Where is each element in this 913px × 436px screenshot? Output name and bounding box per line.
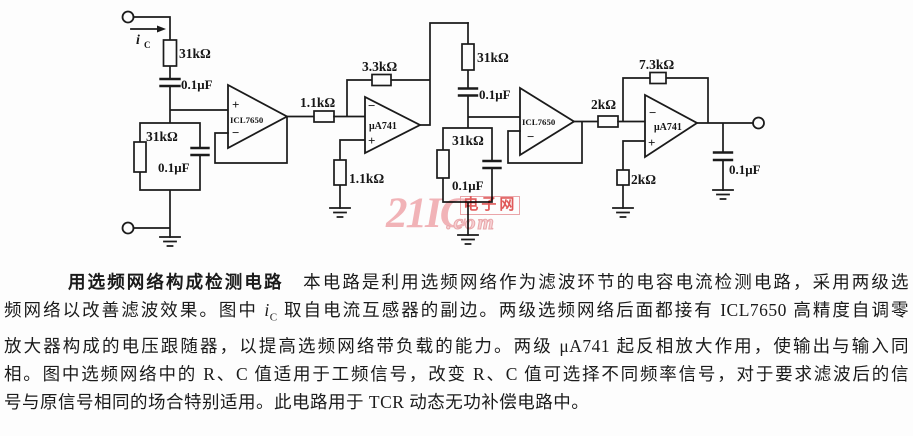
resistor-r6-label: 31kΩ [477, 50, 509, 65]
description: 用选频网络构成检测电路 本电路是利用选频网络作为滤波环节的电容电流检测电路，采用… [0, 268, 913, 417]
resistor-r4-label: 3.3kΩ [362, 59, 397, 74]
resistor-r8 [597, 115, 619, 128]
ground-icon-5 [712, 189, 734, 200]
resistor-r3-label: 1.1kΩ [300, 95, 335, 110]
description-line-5: 号与原信号相同的场合特别适用。此电路用于 TCR 动态无功补偿电路中。 [4, 392, 590, 413]
opamp-a4 [644, 93, 699, 159]
resistor-r9-label: 7.3kΩ [639, 57, 674, 72]
opamp-a3 [507, 86, 599, 164]
resistor-r8-label: 2kΩ [591, 97, 616, 112]
resistor-r5-label: 1.1kΩ [349, 171, 384, 186]
ic-variable: i [264, 300, 270, 321]
opamp-a4-plus: + [648, 135, 655, 150]
resistor-r10 [616, 169, 630, 186]
wires-stage4 [617, 77, 754, 209]
opamp-a2-label: μA741 [369, 121, 397, 132]
capacitor-c5 [712, 151, 734, 162]
capacitor-c5-label: 0.1μF [729, 162, 761, 177]
opamp-a1-plus: + [232, 97, 239, 112]
resistor-r2 [133, 141, 147, 173]
description-line-2: 频网络以改善滤波效果。图中 iC 取自电流互感器的副边。两级选频网络后面都接有 … [4, 300, 909, 324]
resistor-r4 [371, 73, 392, 87]
ground-icon-2 [329, 207, 351, 218]
input-terminal-top [121, 10, 135, 24]
description-line-4: 相。图中选频网络中的 R、C 值适用于工频信号，改变 R、C 值可选择不同频率信… [4, 364, 909, 385]
description-title: 用选频网络构成检测电路 [68, 272, 284, 292]
description-line-3: 放大器构成的电压跟随器，以提高选频网络带负载的能力。两级 μA741 起反相放大… [4, 335, 909, 356]
opamp-a4-label: μA741 [654, 122, 682, 133]
wires-stage2 [333, 22, 469, 209]
resistor-r9 [649, 71, 667, 85]
resistor-r2-label: 31kΩ [146, 129, 178, 144]
opamp-a1-label: ICL7650 [230, 115, 264, 125]
opamp-a3-label: ICL7650 [522, 117, 556, 127]
capacitor-c2 [190, 146, 210, 157]
ground-icon-3 [457, 234, 479, 245]
resistor-r1-label: 31kΩ [179, 46, 211, 61]
ground-icon-4 [612, 207, 634, 218]
resistor-r6 [461, 43, 475, 71]
current-arrow-icon [130, 25, 166, 33]
resistor-r1 [162, 39, 178, 67]
capacitor-c3 [457, 87, 479, 97]
resistor-r3 [313, 110, 335, 123]
resistor-r7-label: 31kΩ [452, 133, 484, 148]
resistor-r7 [436, 149, 450, 179]
opamp-a1-minus: − [232, 125, 239, 140]
input-terminal-bottom [121, 221, 135, 235]
current-label: i [136, 33, 140, 48]
capacitor-c1-label: 0.1μF [181, 77, 213, 92]
circuit-schematic: i C 31kΩ 0.1μF 31kΩ 0.1μF + ICL7650 − [121, 10, 765, 247]
capacitor-c4-label: 0.1μF [452, 178, 484, 193]
capacitor-c3-label: 0.1μF [479, 87, 511, 102]
opamp-a1 [214, 83, 315, 164]
opamp-a3-minus: − [527, 129, 534, 144]
opamp-a2 [364, 95, 422, 155]
opamp-a4-minus: − [649, 105, 656, 120]
ground-icon-1 [159, 236, 181, 247]
current-label-sub: C [144, 40, 151, 50]
opamp-a2-plus: + [368, 133, 375, 148]
capacitor-c4 [482, 159, 502, 170]
resistor-r10-label: 2kΩ [631, 172, 656, 187]
wires-stage3 [442, 22, 521, 236]
resistor-r5 [333, 159, 347, 186]
description-line-1: 用选频网络构成检测电路 本电路是利用选频网络作为滤波环节的电容电流检测电路，采用… [68, 272, 909, 292]
output-terminal [752, 116, 765, 130]
capacitor-c2-label: 0.1μF [158, 160, 190, 175]
wires-stage1 [132, 16, 229, 238]
opamp-a2-minus: − [368, 98, 375, 113]
capacitor-c1 [159, 77, 181, 88]
